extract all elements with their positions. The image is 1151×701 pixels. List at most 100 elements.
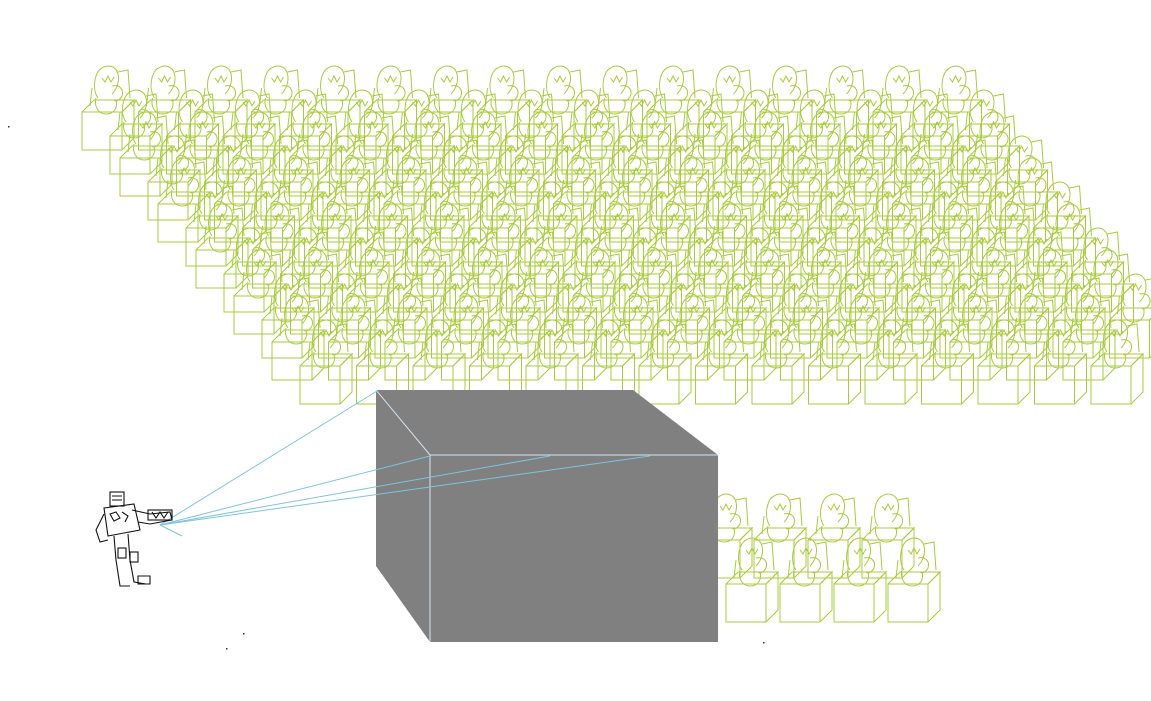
seated-figure [751,319,806,405]
seated-figure [887,537,942,623]
seated-figure [261,273,316,359]
seated-figure [938,135,993,221]
seated-figure [222,89,277,175]
seated-figure [109,89,164,175]
occluder-box[interactable] [375,389,718,642]
seated-figure [393,227,447,313]
seated-figure [449,227,504,313]
seated-figure [703,65,757,151]
seated-figure [81,65,136,151]
seated-figure [477,65,531,151]
seated-figure [713,273,768,359]
seated-figure [1071,227,1125,313]
seated-figure [861,493,916,579]
seated-figure [448,89,503,175]
seated-figure [759,65,814,151]
seated-figure [995,135,1049,221]
seated-figure [533,65,588,151]
seated-figure [618,89,672,175]
seated-figure [543,135,597,221]
seated-figure [280,227,334,313]
seated-figure [864,319,919,405]
seated-figure [694,181,748,267]
seated-figure [392,89,446,175]
seated-figure [921,319,975,405]
seated-figure [638,319,693,405]
sight-ray [159,524,183,537]
seated-figure [307,65,362,151]
seated-figure [544,273,598,359]
seated-figure [637,181,692,267]
seated-figure [364,65,418,151]
sight-ray [159,455,551,526]
seated-figure [900,89,955,175]
seated-figure [1052,273,1107,359]
sight-ray [159,455,431,526]
seated-figure [1014,227,1069,313]
seated-figure [298,181,353,267]
seated-figure [882,135,936,221]
seated-figure [486,135,541,221]
seated-figure [1034,319,1088,405]
seated-figure [505,89,559,175]
seated-figure [204,135,258,221]
seated-figure [844,89,898,175]
speck [243,633,245,635]
seated-figure [251,65,305,151]
speck [8,126,10,128]
seated-figure [977,319,1032,405]
seated-figure [695,319,749,405]
seated-figure [373,135,428,221]
seated-figure [770,273,824,359]
seated-figure [712,135,767,221]
seated-figure [506,227,560,313]
seated-figure [279,89,333,175]
seated-figure [976,181,1031,267]
seated-figure [430,135,484,221]
seated-figure [411,181,466,267]
seated-figure [420,65,475,151]
seated-figure [788,227,843,313]
viewer-robot-figure[interactable] [95,491,173,587]
seated-figure [600,273,655,359]
occluder-edges [375,389,718,642]
seated-figure [336,227,391,313]
upper-crowd-group [81,65,1151,405]
seated-figure [1109,273,1151,359]
occluder-face [376,390,718,642]
seated-figure [939,273,994,359]
seated-figure [561,89,616,175]
seated-figure [826,273,881,359]
seated-figure [260,135,315,221]
seated-figure [883,273,937,359]
seated-figure [750,181,805,267]
seated-figure [599,135,654,221]
seated-figure [807,493,862,579]
seated-figure [581,181,635,267]
speck [763,642,765,644]
seated-figure [920,181,974,267]
seated-figure [166,89,220,175]
speck [226,648,228,650]
seated-figure [929,65,983,151]
seated-figure [825,135,880,221]
seated-figure [619,227,673,313]
sight-ray [159,455,651,526]
seated-figure [816,65,870,151]
seated-figure [725,537,780,623]
seated-figure [223,227,278,313]
lower-crowd-group [699,493,942,623]
seated-figure [317,135,371,221]
seated-figure [138,65,192,151]
seated-figure [374,273,429,359]
sight-ray [159,390,378,526]
seated-figure [1033,181,1087,267]
seated-figure [779,537,834,623]
seated-figure [996,273,1050,359]
seated-figure [656,135,710,221]
seated-figure [299,319,354,405]
seated-figure [833,537,888,623]
seated-figure [753,493,808,579]
